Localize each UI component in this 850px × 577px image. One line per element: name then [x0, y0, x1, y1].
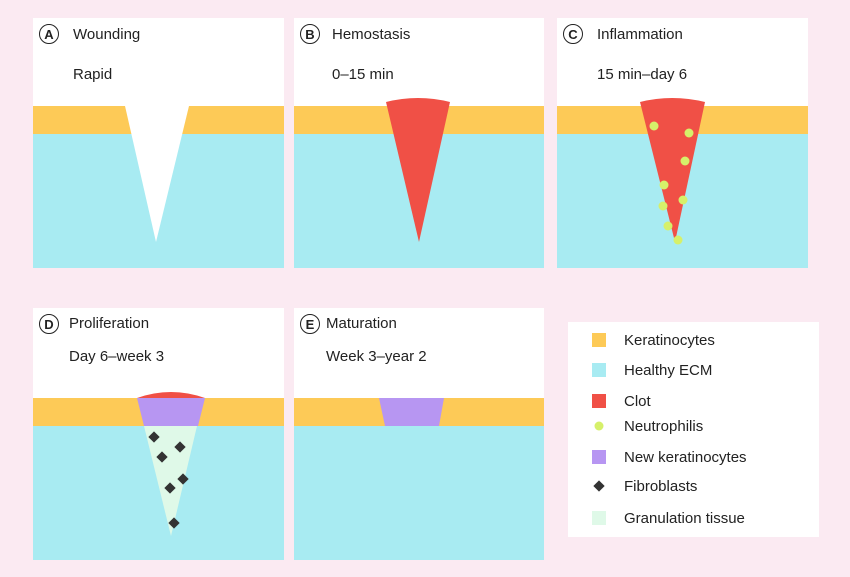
panel-letter-e: E: [300, 314, 320, 334]
clot-remnant: [137, 392, 205, 398]
neutrophil: [684, 128, 694, 138]
legend-label: New keratinocytes: [624, 448, 747, 466]
wound-gap: [125, 106, 189, 242]
panel-title-hemostasis: Hemostasis: [332, 26, 411, 43]
clot: [386, 98, 450, 242]
legend-item-healthy-ecm: Healthy ECM: [568, 360, 819, 380]
neutrophil: [673, 235, 683, 245]
neutrophil: [649, 121, 659, 131]
panel-time-inflammation: 15 min–day 6: [597, 66, 688, 83]
legend: Keratinocytes Healthy ECM Clot Neutrophi…: [568, 322, 819, 537]
panel-title-inflammation: Inflammation: [597, 26, 683, 43]
panel-letter-d: D: [39, 314, 59, 334]
panel-letter-a: A: [39, 24, 59, 44]
legend-item-neutrophils: Neutrophilis: [568, 416, 819, 436]
panel-title-wounding: Wounding: [73, 26, 141, 43]
inflammation-illustration: [557, 98, 808, 268]
neutrophil: [680, 156, 690, 166]
panel-maturation: E Maturation Week 3–year 2: [294, 308, 544, 560]
neutrophil-swatch: [594, 421, 604, 431]
granulation-tissue-swatch: [592, 511, 606, 525]
legend-label: Neutrophilis: [624, 417, 704, 435]
neutrophil: [658, 201, 668, 211]
panel-wounding: A Wounding Rapid: [33, 18, 284, 268]
keratinocytes-swatch: [592, 333, 606, 347]
neutrophil: [663, 221, 673, 231]
panel-letter-c: C: [563, 24, 583, 44]
legend-item-fibroblasts: Fibroblasts: [568, 476, 819, 496]
hemostasis-illustration: [294, 98, 544, 268]
fibroblast-swatch: [593, 480, 605, 492]
new-keratinocytes-swatch: [592, 450, 606, 464]
panel-title-proliferation: Proliferation: [69, 315, 150, 332]
new-keratinocytes: [379, 398, 444, 426]
maturation-illustration: [294, 398, 544, 560]
legend-item-keratinocytes: Keratinocytes: [568, 330, 819, 350]
healthy-ecm-layer: [294, 426, 544, 560]
panel-letter-b: B: [300, 24, 320, 44]
legend-label: Granulation tissue: [624, 509, 745, 527]
legend-item-new-keratinocytes: New keratinocytes: [568, 447, 819, 467]
legend-item-clot: Clot: [568, 391, 819, 411]
neutrophil: [659, 180, 669, 190]
neutrophil: [678, 195, 688, 205]
healthy-ecm-swatch: [592, 363, 606, 377]
new-keratinocytes: [137, 398, 205, 426]
legend-label: Fibroblasts: [624, 477, 698, 495]
panel-inflammation: C Inflammation 15 min–day 6: [557, 18, 808, 268]
panel-title-maturation: Maturation: [326, 315, 397, 332]
legend-label: Keratinocytes: [624, 331, 715, 349]
panel-proliferation: D Proliferation Day 6–week 3: [33, 308, 284, 560]
proliferation-illustration: [33, 392, 284, 560]
panel-time-proliferation: Day 6–week 3: [69, 348, 165, 365]
wounding-illustration: [33, 106, 284, 268]
legend-item-granulation-tissue: Granulation tissue: [568, 508, 819, 528]
clot-swatch: [592, 394, 606, 408]
panel-time-maturation: Week 3–year 2: [326, 348, 427, 365]
legend-label: Healthy ECM: [624, 361, 713, 379]
granulation-tissue: [144, 426, 197, 536]
panel-time-hemostasis: 0–15 min: [332, 66, 394, 83]
panel-time-wounding: Rapid: [73, 66, 113, 83]
panel-hemostasis: B Hemostasis 0–15 min: [294, 18, 544, 268]
legend-label: Clot: [624, 392, 651, 410]
